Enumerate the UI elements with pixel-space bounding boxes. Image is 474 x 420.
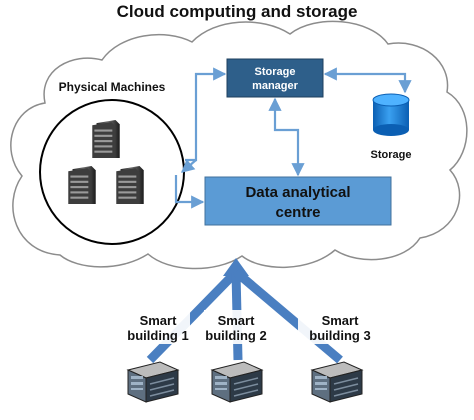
arrow-manager-analytics (268, 97, 305, 177)
building-3-line2: building 3 (309, 328, 370, 343)
server-rack-icon (92, 120, 120, 158)
arrow-to-storage (387, 72, 412, 94)
physical-machines-label: Physical Machines (59, 80, 166, 94)
storage-manager-line2: manager (252, 80, 299, 92)
uplink-building-1 (146, 268, 240, 364)
storage-manager-line1: Storage (255, 66, 296, 78)
analytics-line1: Data analytical (245, 184, 350, 201)
analytics-line2: centre (275, 204, 320, 221)
building-2-line2: building 2 (205, 328, 266, 343)
computer-workstation-icon (127, 361, 179, 403)
storage-label: Storage (371, 149, 412, 161)
data-analytical-centre-box (204, 176, 392, 226)
arrow-to-machines (180, 159, 197, 173)
database-cylinder-icon (372, 93, 410, 136)
building-1-line1: Smart (140, 313, 178, 328)
building-3-line1: Smart (322, 313, 360, 328)
uplink-arrows (146, 258, 343, 364)
uplink-building-3 (233, 268, 343, 364)
diagram-title: Cloud computing and storage (117, 2, 358, 21)
server-rack-icon (68, 166, 96, 204)
building-2-line1: Smart (218, 313, 256, 328)
building-1-line2: building 1 (127, 328, 188, 343)
server-rack-icon (116, 166, 144, 204)
arrow-machines-analytics (174, 175, 205, 209)
computer-workstation-icon (211, 361, 263, 403)
storage-manager-box (226, 58, 324, 98)
computer-workstation-icon (311, 361, 363, 403)
cloud-connectors (174, 67, 412, 209)
